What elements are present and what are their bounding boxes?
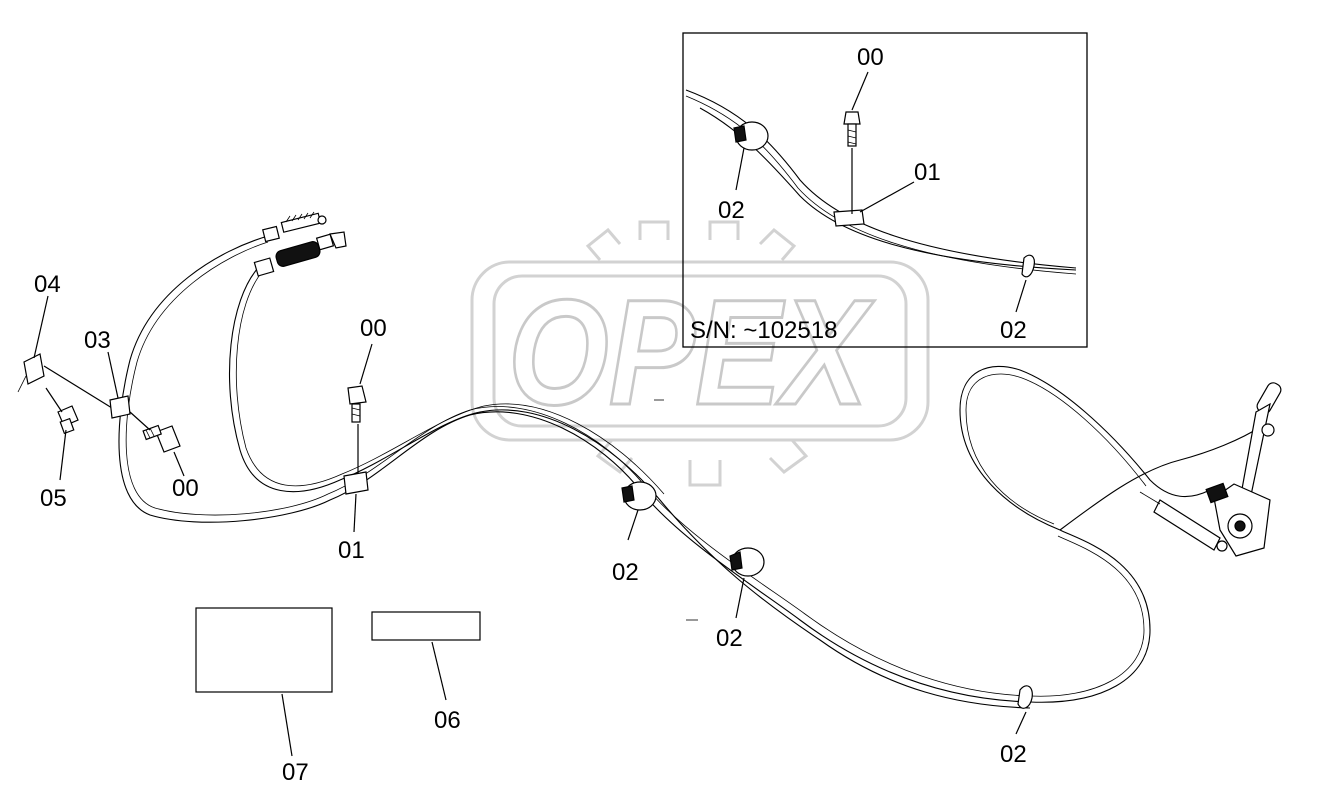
stray-marks bbox=[654, 399, 698, 621]
plate-03-icon bbox=[109, 395, 131, 419]
cable-assembly bbox=[118, 235, 1263, 709]
inset-cable-a bbox=[685, 89, 1077, 269]
middle-clamp-group: 00 01 bbox=[338, 315, 387, 564]
callout-02-c: 02 bbox=[1000, 741, 1027, 768]
cable-end-upper-icon bbox=[262, 211, 327, 243]
callout-01-inset: 01 bbox=[914, 159, 941, 186]
inset-clip-b bbox=[1021, 254, 1035, 278]
left-bracket-group: 04 03 05 00 bbox=[17, 271, 199, 512]
callout-02-inset-a: 02 bbox=[718, 197, 745, 224]
bolt-00-middle-icon bbox=[347, 385, 367, 423]
inset-clamp bbox=[833, 209, 865, 227]
callout-05: 05 bbox=[40, 485, 67, 512]
cable-right-loop bbox=[959, 365, 1211, 531]
watermark-frame-outer bbox=[470, 260, 930, 442]
inset-clip-a-tab bbox=[733, 125, 747, 143]
clip-02-a-icon bbox=[621, 481, 657, 511]
watermark-logo-text: OPEX bbox=[508, 268, 875, 436]
callout-02-a: 02 bbox=[612, 559, 639, 586]
watermark: OPEX bbox=[470, 220, 930, 487]
clamp-01-main-icon bbox=[343, 471, 369, 495]
bolt-05-icon bbox=[57, 405, 79, 435]
control-lever-icon bbox=[1139, 382, 1282, 557]
cable-to-lever bbox=[1059, 425, 1263, 531]
cable-main-c bbox=[235, 271, 665, 495]
bolt-00-left-icon bbox=[142, 424, 181, 453]
cable-left-loop bbox=[118, 235, 1151, 703]
inset-detail: 00 01 02 02 S/N: ~102518 bbox=[682, 32, 1088, 348]
inset-bolt-icon bbox=[843, 111, 861, 147]
callout-06: 06 bbox=[434, 707, 461, 734]
watermark-gear-icon bbox=[585, 220, 809, 487]
callout-03: 03 bbox=[84, 327, 111, 354]
callout-02-b: 02 bbox=[716, 625, 743, 652]
watermark-frame-inner bbox=[492, 274, 908, 428]
cable-end-fittings bbox=[253, 211, 347, 277]
callout-01-main: 01 bbox=[338, 537, 365, 564]
label-06-plate bbox=[371, 611, 481, 641]
label-07-plate bbox=[195, 607, 333, 693]
inset-frame bbox=[682, 32, 1088, 348]
callout-00-inset: 00 bbox=[857, 44, 884, 71]
callout-07: 07 bbox=[282, 759, 309, 786]
serial-number-label: S/N: ~102518 bbox=[690, 317, 837, 344]
callout-00-mid: 00 bbox=[360, 315, 387, 342]
cable-right-loop-b bbox=[965, 373, 1147, 525]
cable-main-b bbox=[228, 267, 1031, 709]
label-parts: 07 06 bbox=[195, 607, 481, 786]
bracket-04-icon bbox=[17, 353, 45, 393]
cable-left-loop-b bbox=[125, 241, 1145, 697]
clip-02-c-icon bbox=[1017, 685, 1033, 709]
cable-clips: 02 02 02 bbox=[612, 481, 1033, 768]
clip-02-b-icon bbox=[729, 547, 765, 577]
inset-cable-b bbox=[685, 95, 1077, 275]
callout-02-inset-b: 02 bbox=[1000, 317, 1027, 344]
cable-end-lower-icon bbox=[253, 231, 347, 277]
callout-04: 04 bbox=[34, 271, 61, 298]
callout-00-left: 00 bbox=[172, 475, 199, 502]
